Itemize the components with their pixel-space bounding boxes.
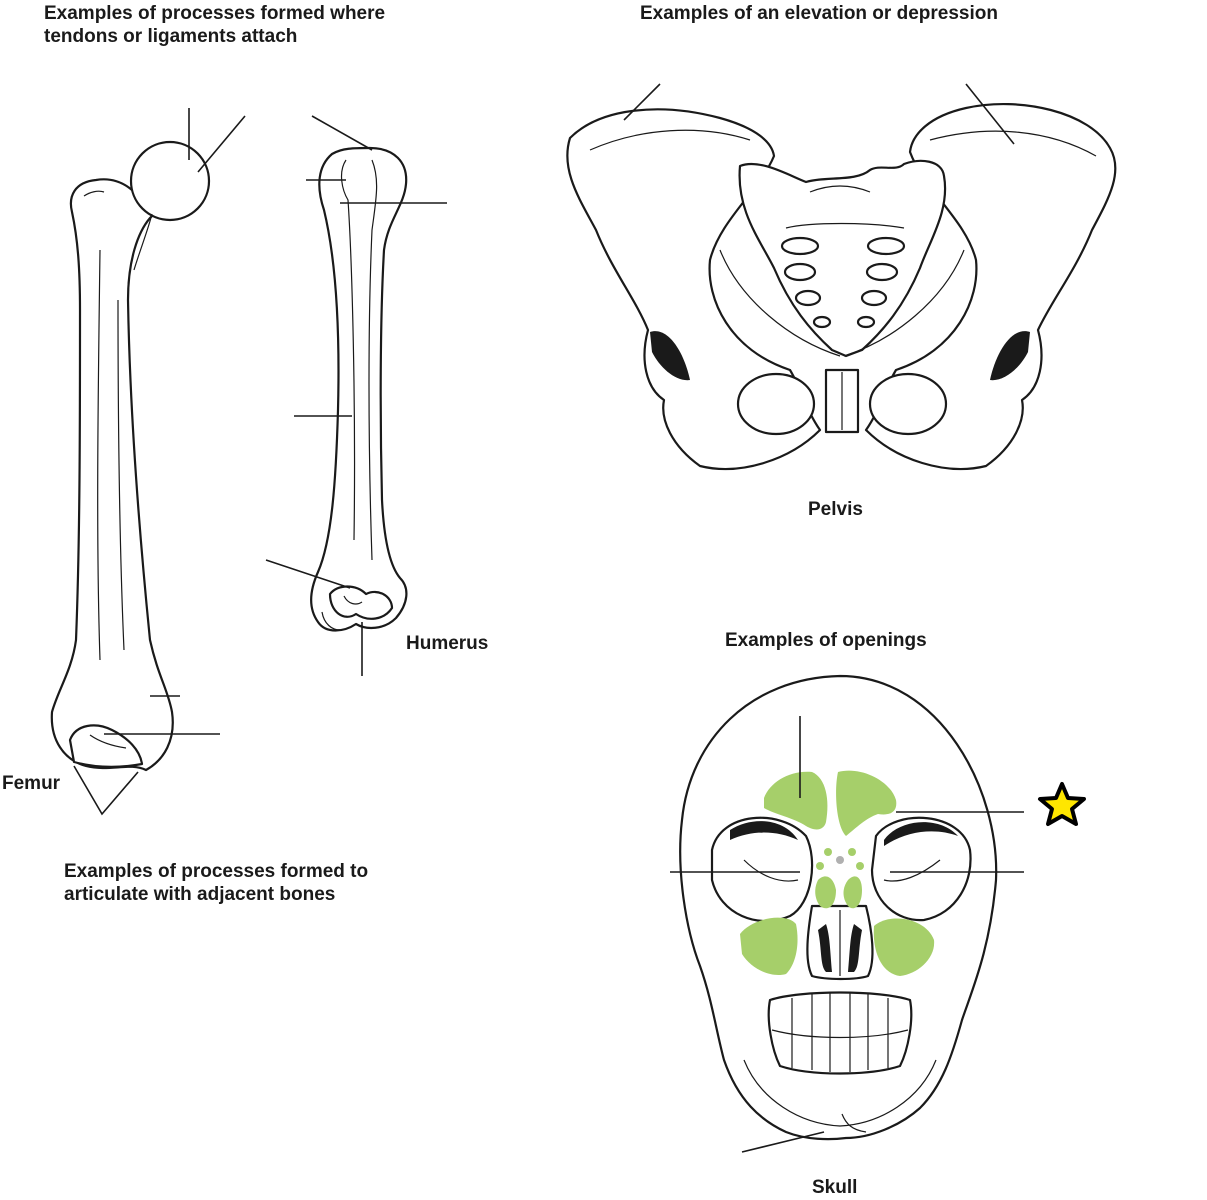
obturator-foramen <box>736 372 816 436</box>
sacral-foramen <box>866 236 906 256</box>
humerus-illustration <box>265 115 447 676</box>
femur-head <box>129 140 211 222</box>
sacral-foramen <box>865 262 899 282</box>
right-orbit <box>870 816 972 922</box>
femur-label: Femur <box>2 773 61 794</box>
obturator-foramen <box>868 372 948 436</box>
frontal-sinus-right <box>836 770 897 836</box>
heading-elevation-depression: Examples of an elevation or depression <box>640 3 998 24</box>
femur-illustration <box>50 108 246 816</box>
sacral-foramen <box>783 262 817 282</box>
left-orbit <box>710 816 814 923</box>
heading-articulating-processes: Examples of processes formed to articula… <box>64 861 369 905</box>
maxillary-sinus-right <box>873 918 935 976</box>
star-icon <box>1038 782 1086 826</box>
sacral-foramen <box>780 236 820 256</box>
ethmoid-sinus <box>815 876 862 909</box>
sacral-foramen <box>856 315 876 329</box>
sacral-foramen <box>860 289 888 307</box>
frontal-sinus-left <box>764 771 828 830</box>
heading-openings: Examples of openings <box>725 630 927 651</box>
pelvis-illustration <box>566 83 1117 470</box>
pelvis-label: Pelvis <box>808 499 863 520</box>
maxillary-sinus-left <box>740 917 798 976</box>
skull-illustration <box>670 674 1024 1153</box>
heading-ligament-processes: Examples of processes formed where tendo… <box>44 3 386 47</box>
sacral-foramen <box>794 289 822 307</box>
skull-label: Skull <box>812 1177 858 1198</box>
humerus-label: Humerus <box>406 633 489 654</box>
sacral-foramen <box>812 315 832 329</box>
